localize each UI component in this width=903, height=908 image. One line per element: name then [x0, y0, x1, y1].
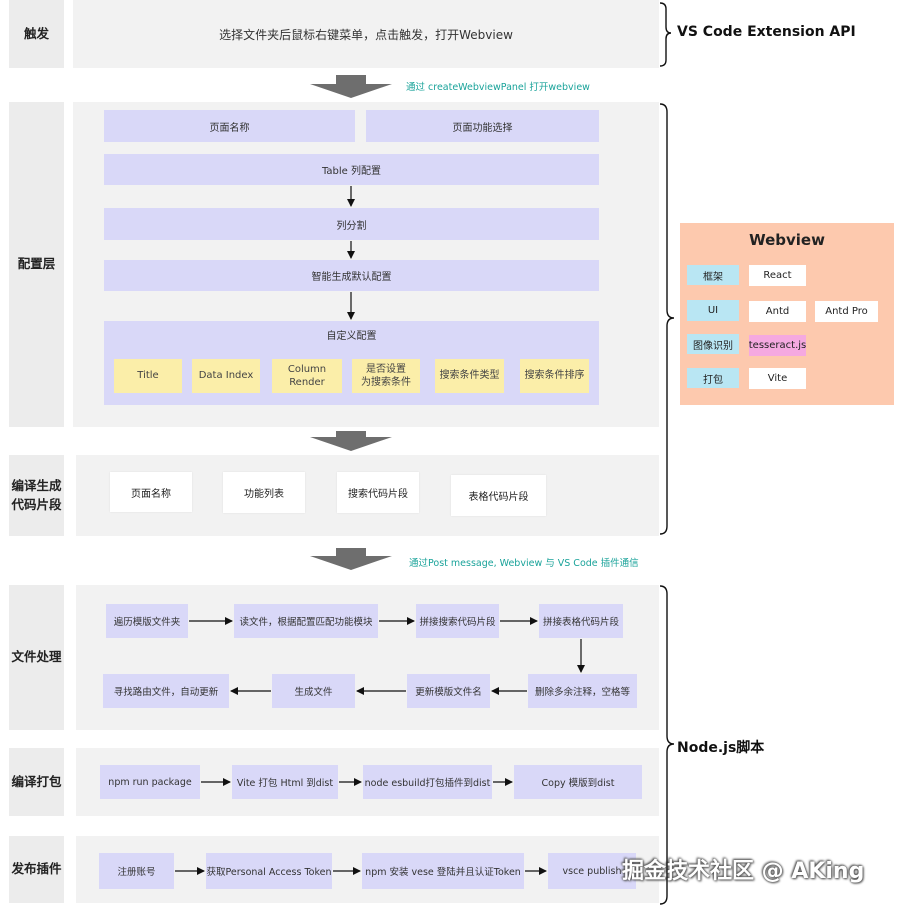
- webview-key-framework: 框架: [687, 265, 739, 285]
- code-func-list: 功能列表: [223, 472, 305, 513]
- big-arrow-2: [310, 431, 392, 451]
- fp-route-update: 寻找路由文件，自动更新: [103, 674, 229, 708]
- pack-vite-html: Vite 打包 Html 到dist: [232, 765, 338, 799]
- fp-generate-file: 生成文件: [272, 674, 355, 708]
- side-label-nodejs: Node.js脚本: [677, 740, 765, 756]
- config-table-columns: Table 列配置: [104, 154, 599, 185]
- trigger-text: 选择文件夹后鼠标右键菜单，点击触发，打开Webview: [219, 27, 513, 42]
- watermark: 掘金技术社区 @ AKing: [622, 859, 865, 884]
- pub-install-vsce: npm 安装 vese 登陆并且认证Token: [362, 853, 524, 889]
- brace-nodejs: [659, 585, 675, 905]
- webview-val-react: React: [749, 265, 806, 286]
- trigger-panel: 选择文件夹后鼠标右键菜单，点击触发，打开Webview: [73, 0, 659, 68]
- code-table-snippet: 表格代码片段: [451, 475, 546, 516]
- big-arrow-1: [310, 75, 392, 98]
- custom-item-search-type: 搜索条件类型: [435, 359, 504, 393]
- webview-key-ui: UI: [687, 300, 739, 321]
- pack-npm-run-package: npm run package: [100, 765, 200, 799]
- webview-key-ocr: 图像识别: [687, 334, 739, 354]
- fp-traverse-templates: 遍历模版文件夹: [106, 604, 188, 638]
- config-custom-title: 自定义配置: [326, 331, 377, 342]
- note-post-message: 通过Post message, Webview 与 VS Code 插件通信: [409, 558, 639, 569]
- side-label-vscode-api: VS Code Extension API: [677, 24, 856, 40]
- pub-get-token: 获取Personal Access Token: [206, 853, 332, 889]
- pack-esbuild: node esbuild打包插件到dist: [363, 765, 492, 799]
- config-split: 列分割: [104, 208, 599, 240]
- brace-webview: [659, 103, 675, 535]
- custom-item-is-search: 是否设置 为搜索条件: [352, 359, 420, 393]
- pub-vsce-publish: vsce publish: [548, 853, 636, 889]
- webview-val-antd-pro: Antd Pro: [815, 301, 878, 322]
- pub-register: 注册账号: [99, 853, 174, 889]
- note-webview-panel: 通过 createWebviewPanel 打开webview: [406, 82, 590, 93]
- big-arrow-3: [310, 548, 392, 570]
- row-label-compile-pack: 编译打包: [9, 748, 64, 816]
- fp-join-table: 拼接表格代码片段: [539, 604, 623, 638]
- config-custom-box: 自定义配置: [104, 321, 599, 405]
- row-label-trigger: 触发: [9, 0, 64, 68]
- custom-item-search-order: 搜索条件排序: [520, 359, 589, 393]
- code-page-name: 页面名称: [110, 472, 192, 512]
- webview-title: Webview: [749, 231, 825, 249]
- webview-val-tesseract: tesseract.js: [749, 335, 806, 356]
- config-page-func: 页面功能选择: [366, 110, 599, 142]
- webview-val-antd: Antd: [749, 301, 806, 322]
- row-label-compile-code: 编译生成 代码片段: [9, 455, 64, 536]
- code-search-snippet: 搜索代码片段: [337, 472, 419, 513]
- row-label-file-proc: 文件处理: [9, 585, 64, 730]
- row-label-publish: 发布插件: [9, 836, 64, 903]
- fp-read-file: 读文件，根据配置匹配功能模块: [234, 604, 378, 638]
- fp-remove-comments: 删除多余注释，空格等: [528, 674, 637, 708]
- webview-key-bundle: 打包: [687, 368, 739, 388]
- config-page-name: 页面名称: [104, 110, 355, 142]
- pack-copy-templates: Copy 模版到dist: [514, 765, 642, 799]
- config-smart-default: 智能生成默认配置: [104, 260, 599, 291]
- fp-update-template-name: 更新模版文件名: [407, 674, 490, 708]
- fp-join-search: 拼接搜索代码片段: [416, 604, 499, 638]
- webview-val-vite: Vite: [749, 368, 806, 389]
- row-label-config: 配置层: [9, 102, 64, 427]
- custom-item-title: Title: [114, 359, 182, 393]
- brace-vscode-api: [659, 2, 672, 67]
- custom-item-dataindex: Data Index: [192, 359, 260, 393]
- custom-item-column-render: Column Render: [272, 359, 342, 393]
